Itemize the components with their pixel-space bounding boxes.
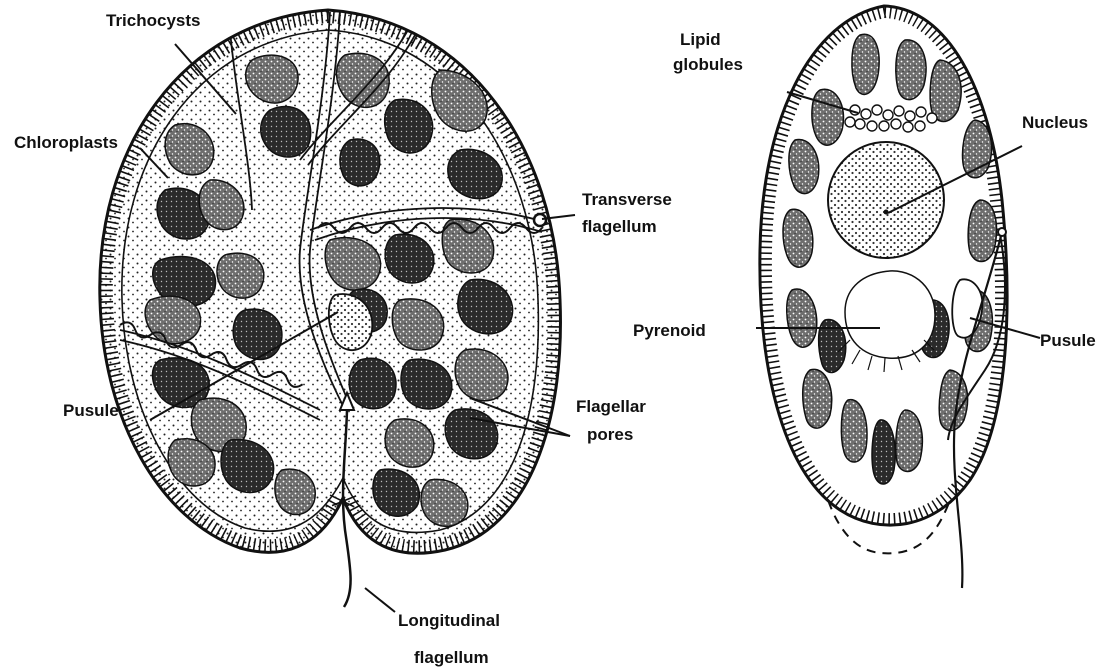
left-cell [100, 10, 561, 607]
label-chloroplasts: Chloroplasts [14, 133, 118, 152]
label-transverse-flagellum-line1: Transverse [582, 190, 672, 209]
label-lipid-globules-line2: globules [673, 55, 743, 74]
label-transverse-flagellum-line2: flagellum [582, 217, 657, 236]
label-trichocysts: Trichocysts [106, 11, 201, 30]
label-pusule-left: Pusule [63, 401, 119, 420]
label-pusule-right: Pusule [1040, 331, 1096, 350]
label-lipid-globules-line1: Lipid [680, 30, 721, 49]
label-flagellar-pores-line2: pores [587, 425, 633, 444]
transverse-pore [534, 214, 546, 226]
pyrenoid [845, 271, 935, 358]
nucleus [828, 142, 944, 258]
label-flagellar-pores-line1: Flagellar [576, 397, 646, 416]
label-longitudinal-flagellum-line1: Longitudinal [398, 611, 500, 630]
label-pyrenoid: Pyrenoid [633, 321, 706, 340]
label-nucleus: Nucleus [1022, 113, 1088, 132]
right-cell [760, 6, 1007, 588]
label-longitudinal-flagellum-line2: flagellum [414, 648, 489, 667]
